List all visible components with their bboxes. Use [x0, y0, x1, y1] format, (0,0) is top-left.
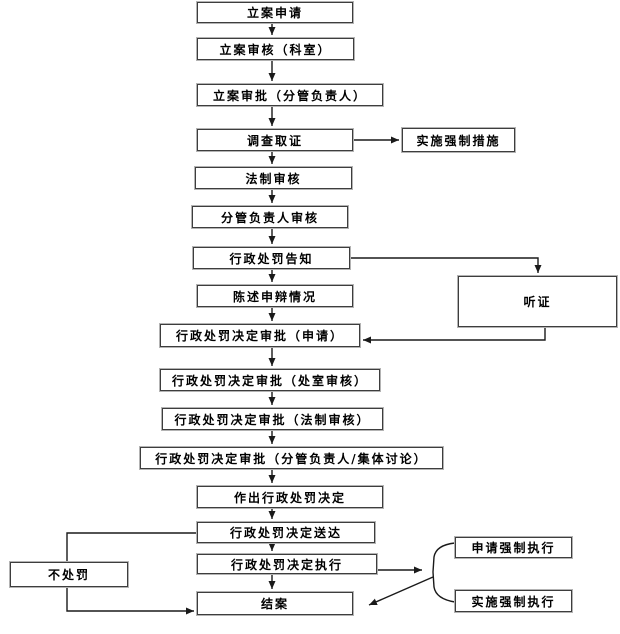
brace-compulsory-execution	[432, 542, 456, 603]
node-implement-coercive-measures: 实施强制措施	[402, 128, 515, 152]
node-case-closed: 结案	[197, 592, 353, 615]
node-apply-compulsory-execution: 申请强制执行	[455, 537, 572, 558]
connector-notification-to-hearing	[350, 257, 542, 273]
node-investigation-evidence: 调查取证	[197, 129, 353, 151]
node-statement-defense: 陈述申辩情况	[197, 285, 353, 307]
node-filing-application: 立案申请	[197, 2, 353, 23]
node-filing-review-section: 立案审核（科室）	[197, 38, 354, 60]
connector-brace-to-case-closed	[368, 576, 434, 606]
node-no-penalty: 不处罚	[10, 562, 128, 587]
node-decision-approval-application: 行政处罚决定审批（申请）	[160, 324, 360, 347]
node-penalty-notification: 行政处罚告知	[193, 247, 350, 269]
node-make-penalty-decision: 作出行政处罚决定	[197, 486, 383, 508]
node-decision-approval-legal-review: 行政处罚决定审批（法制审核）	[162, 408, 383, 430]
connector-hearing-to-decision-application	[363, 327, 546, 344]
node-decision-approval-leader-discussion: 行政处罚决定审批（分管负责人/集体讨论）	[140, 447, 443, 469]
node-leader-review: 分管负责人审核	[192, 206, 348, 228]
node-decision-approval-office-review: 行政处罚决定审批（处室审核）	[160, 369, 380, 391]
node-filing-approval-leader: 立案审批（分管负责人）	[197, 84, 383, 106]
node-legal-review: 法制审核	[195, 167, 352, 189]
node-implement-compulsory-execution: 实施强制执行	[455, 590, 572, 612]
node-decision-delivery: 行政处罚决定送达	[197, 522, 375, 543]
node-decision-execution: 行政处罚决定执行	[197, 554, 377, 574]
node-hearing: 听证	[458, 276, 617, 327]
